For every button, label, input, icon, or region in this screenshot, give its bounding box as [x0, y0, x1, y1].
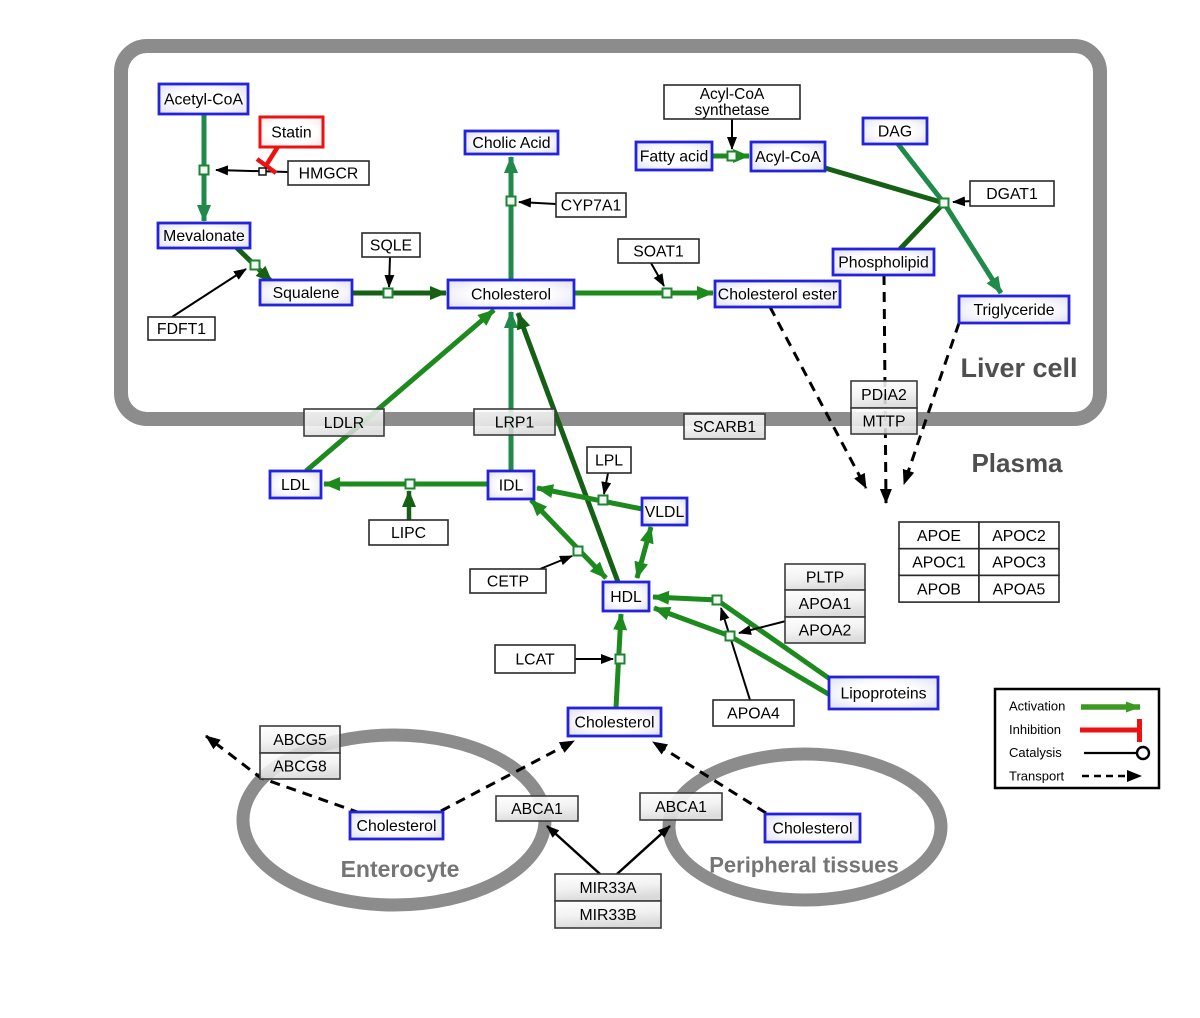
svg-text:APOE: APOE: [917, 528, 961, 545]
svg-text:LDL: LDL: [281, 477, 310, 494]
svg-text:Cholesterol: Cholesterol: [773, 821, 853, 838]
svg-text:LCAT: LCAT: [515, 652, 555, 669]
svg-text:ABCA1: ABCA1: [511, 801, 563, 818]
svg-text:Cholic Acid: Cholic Acid: [472, 135, 550, 152]
svg-text:Cholesterol: Cholesterol: [357, 818, 437, 835]
svg-text:VLDL: VLDL: [645, 504, 685, 521]
svg-text:APOA1: APOA1: [799, 596, 852, 613]
svg-text:Enterocyte: Enterocyte: [341, 856, 460, 882]
svg-text:APOC1: APOC1: [912, 555, 966, 572]
svg-text:APOA5: APOA5: [993, 581, 1046, 598]
svg-text:synthetase: synthetase: [695, 102, 770, 119]
svg-text:Plasma: Plasma: [971, 448, 1063, 478]
svg-text:LIPC: LIPC: [391, 525, 426, 542]
svg-text:Statin: Statin: [271, 125, 311, 142]
svg-text:ABCA1: ABCA1: [655, 799, 707, 816]
svg-text:HDL: HDL: [610, 589, 642, 606]
svg-text:SOAT1: SOAT1: [633, 244, 684, 261]
svg-text:Mevalonate: Mevalonate: [163, 228, 245, 245]
svg-text:MIR33B: MIR33B: [579, 907, 636, 924]
svg-text:CETP: CETP: [487, 574, 529, 591]
svg-text:IDL: IDL: [499, 478, 524, 495]
svg-text:APOC3: APOC3: [992, 555, 1046, 572]
svg-text:LDLR: LDLR: [324, 415, 364, 432]
svg-text:APOB: APOB: [917, 581, 961, 598]
svg-text:Acyl-CoA: Acyl-CoA: [755, 149, 821, 166]
svg-text:Liver cell: Liver cell: [960, 353, 1077, 383]
svg-text:Activation: Activation: [1009, 699, 1065, 714]
svg-text:Acetyl-CoA: Acetyl-CoA: [164, 92, 243, 109]
svg-text:Catalysis: Catalysis: [1009, 745, 1062, 760]
svg-text:Transport: Transport: [1009, 768, 1065, 783]
svg-text:DAG: DAG: [878, 124, 912, 141]
svg-text:Triglyceride: Triglyceride: [973, 302, 1054, 319]
svg-text:APOA2: APOA2: [799, 623, 852, 640]
svg-text:Cholesterol ester: Cholesterol ester: [718, 287, 837, 304]
svg-text:APOC2: APOC2: [992, 528, 1046, 545]
svg-text:MTTP: MTTP: [863, 414, 906, 431]
svg-text:DGAT1: DGAT1: [986, 186, 1038, 203]
svg-text:CYP7A1: CYP7A1: [561, 198, 622, 215]
svg-text:HMGCR: HMGCR: [299, 166, 359, 183]
svg-text:FDFT1: FDFT1: [157, 321, 206, 338]
svg-text:PDIA2: PDIA2: [861, 387, 907, 404]
svg-text:SCARB1: SCARB1: [693, 419, 756, 436]
svg-text:APOA4: APOA4: [727, 706, 780, 723]
svg-text:MIR33A: MIR33A: [579, 880, 637, 897]
svg-text:Inhibition: Inhibition: [1009, 722, 1061, 737]
svg-text:LPL: LPL: [595, 453, 623, 470]
svg-text:ABCG5: ABCG5: [273, 732, 327, 749]
svg-text:Fatty acid: Fatty acid: [640, 149, 708, 166]
svg-text:PLTP: PLTP: [806, 570, 844, 587]
svg-text:ABCG8: ABCG8: [273, 759, 327, 776]
svg-text:Phospholipid: Phospholipid: [838, 255, 928, 272]
svg-text:Squalene: Squalene: [273, 285, 340, 302]
svg-text:Acyl-CoA: Acyl-CoA: [700, 86, 765, 103]
svg-text:Cholesterol: Cholesterol: [471, 287, 551, 304]
svg-text:LRP1: LRP1: [495, 415, 535, 432]
svg-text:Lipoproteins: Lipoproteins: [840, 686, 926, 703]
svg-text:SQLE: SQLE: [370, 238, 412, 255]
svg-text:Peripheral tissues: Peripheral tissues: [709, 853, 899, 878]
svg-text:Cholesterol: Cholesterol: [575, 715, 655, 732]
